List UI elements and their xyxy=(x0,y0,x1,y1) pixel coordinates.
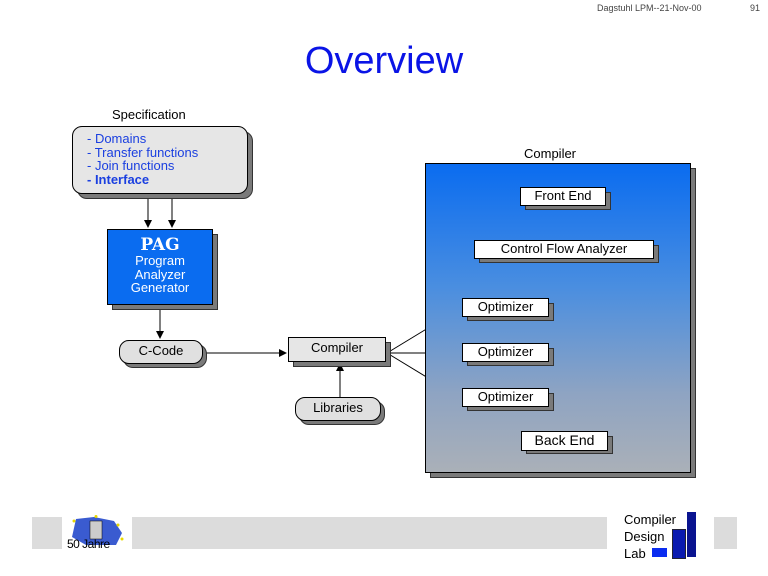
optimizer-box-2: Optimizer xyxy=(462,343,549,362)
cdl-bar-tall xyxy=(687,512,696,557)
compiler-design-lab-logo: Compiler Design Lab xyxy=(624,511,676,562)
spec-item-domains: - Domains xyxy=(87,131,147,146)
optimizer-box-1: Optimizer xyxy=(462,298,549,317)
front-end-box: Front End xyxy=(520,187,606,206)
footer-bar-left xyxy=(32,517,62,549)
fifty-years-text: 50 Jahre xyxy=(67,537,110,551)
cdl-bar-small xyxy=(652,548,667,557)
spec-item-transfer-functions: - Transfer functions xyxy=(87,144,199,160)
cdl-line-1: Compiler xyxy=(624,512,677,527)
pag-acronym: PAG xyxy=(140,235,180,255)
pag-box: PAG Program Analyzer Generator xyxy=(107,229,213,305)
specification-label: Specification xyxy=(112,107,186,122)
pag-line-generator: Generator xyxy=(130,280,190,295)
pag-line-program: Program xyxy=(135,253,185,268)
slide-page-number: 91 xyxy=(750,3,761,13)
pag-line-analyzer: Analyzer xyxy=(134,266,186,282)
back-end-box: Back End xyxy=(521,431,608,451)
control-flow-analyzer-box: Control Flow Analyzer xyxy=(474,240,654,259)
cdl-line-2: Design xyxy=(624,529,665,544)
specification-box: - Domains - Transfer functions - Join fu… xyxy=(72,126,248,194)
cdl-line-3: Lab xyxy=(624,546,646,561)
compiler-box: Compiler xyxy=(288,337,386,362)
cdl-bar-medium xyxy=(672,529,686,559)
compiler-panel-label: Compiler xyxy=(524,146,577,161)
spec-item-join-functions: - Join functions xyxy=(87,158,175,173)
footer-bar-right xyxy=(714,517,737,549)
slide-title: Overview xyxy=(304,40,464,82)
fifty-years-logo: 50 Jahre xyxy=(66,515,126,555)
optimizer-box-3: Optimizer xyxy=(462,388,549,407)
c-code-box: C-Code xyxy=(119,340,203,364)
spec-item-interface: - Interface xyxy=(87,171,150,187)
libraries-box: Libraries xyxy=(295,397,381,421)
slide-header-event: Dagstuhl LPM--21-Nov-00 xyxy=(597,3,702,13)
footer-bar-center xyxy=(132,517,607,549)
